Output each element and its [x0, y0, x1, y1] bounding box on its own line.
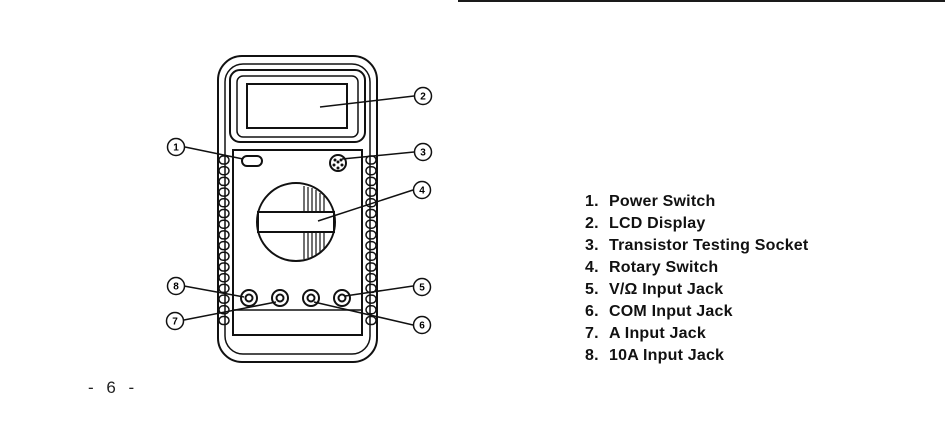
grip-bump — [219, 156, 229, 164]
legend-item-4: 4.Rotary Switch — [585, 257, 808, 279]
grip-bump — [366, 242, 376, 250]
legend-item-2: 2.LCD Display — [585, 213, 808, 235]
front-panel-bottom — [233, 310, 362, 335]
callout-3: 3 — [415, 144, 432, 161]
legend-item-5: 5.V/Ω Input Jack — [585, 279, 808, 301]
grip-bump — [366, 263, 376, 271]
input-jacks — [241, 290, 350, 306]
grip-bump — [219, 177, 229, 185]
grip-bump — [366, 274, 376, 282]
legend-item-6: 6.COM Input Jack — [585, 301, 808, 323]
grip-bump — [219, 317, 229, 325]
legend-label: 10A Input Jack — [609, 347, 724, 364]
grip-bump — [219, 242, 229, 250]
grip-bump — [366, 317, 376, 325]
page-number: - 6 - — [88, 378, 138, 398]
callout-number: 7 — [172, 317, 178, 328]
grip-bump — [219, 284, 229, 292]
callout-4: 4 — [414, 182, 431, 199]
callout-number: 2 — [420, 92, 426, 103]
grip-bump — [366, 220, 376, 228]
legend-label: COM Input Jack — [609, 303, 733, 320]
grip-bump — [219, 274, 229, 282]
legend-label: V/Ω Input Jack — [609, 281, 723, 298]
callout-6: 6 — [414, 317, 431, 334]
grip-bump — [219, 220, 229, 228]
legend-label: Rotary Switch — [609, 259, 718, 276]
legend-item-8: 8.10A Input Jack — [585, 345, 808, 367]
grip-bump — [366, 252, 376, 260]
callout-number: 3 — [420, 148, 426, 159]
callout-1: 1 — [168, 139, 185, 156]
legend-label: Power Switch — [609, 193, 715, 210]
callout-number: 5 — [419, 283, 425, 294]
grip-bump — [219, 231, 229, 239]
legend-item-3: 3.Transistor Testing Socket — [585, 235, 808, 257]
grip-bump — [366, 210, 376, 218]
callout-number: 1 — [173, 143, 179, 154]
legend-label: Transistor Testing Socket — [609, 237, 808, 254]
grip-bump — [366, 188, 376, 196]
rotary-switch-shape — [257, 183, 335, 261]
legend-item-1: 1.Power Switch — [585, 191, 808, 213]
grip-bump — [219, 263, 229, 271]
grip-bump — [366, 167, 376, 175]
grip-bump — [366, 177, 376, 185]
legend-item-7: 7.A Input Jack — [585, 323, 808, 345]
grip-bump — [366, 295, 376, 303]
callout-number: 4 — [419, 186, 425, 197]
callout-7: 7 — [167, 313, 184, 330]
callout-5: 5 — [414, 279, 431, 296]
grip-bump — [219, 295, 229, 303]
grip-bump — [219, 199, 229, 207]
display-bezel-outer — [230, 70, 365, 142]
component-legend: 1.Power Switch 2.LCD Display 3.Transisto… — [585, 191, 808, 367]
callout-8: 8 — [168, 278, 185, 295]
callout-2: 2 — [415, 88, 432, 105]
callout-number: 8 — [173, 282, 179, 293]
grip-bump — [219, 210, 229, 218]
grip-bump — [219, 188, 229, 196]
transistor-socket-shape — [330, 155, 346, 171]
callout-number: 6 — [419, 321, 425, 332]
power-switch-shape — [242, 156, 262, 166]
legend-label: A Input Jack — [609, 325, 706, 342]
grip-bump — [366, 231, 376, 239]
grip-bump — [219, 167, 229, 175]
grip-bump — [366, 306, 376, 314]
legend-label: LCD Display — [609, 215, 705, 232]
grip-bump — [219, 252, 229, 260]
